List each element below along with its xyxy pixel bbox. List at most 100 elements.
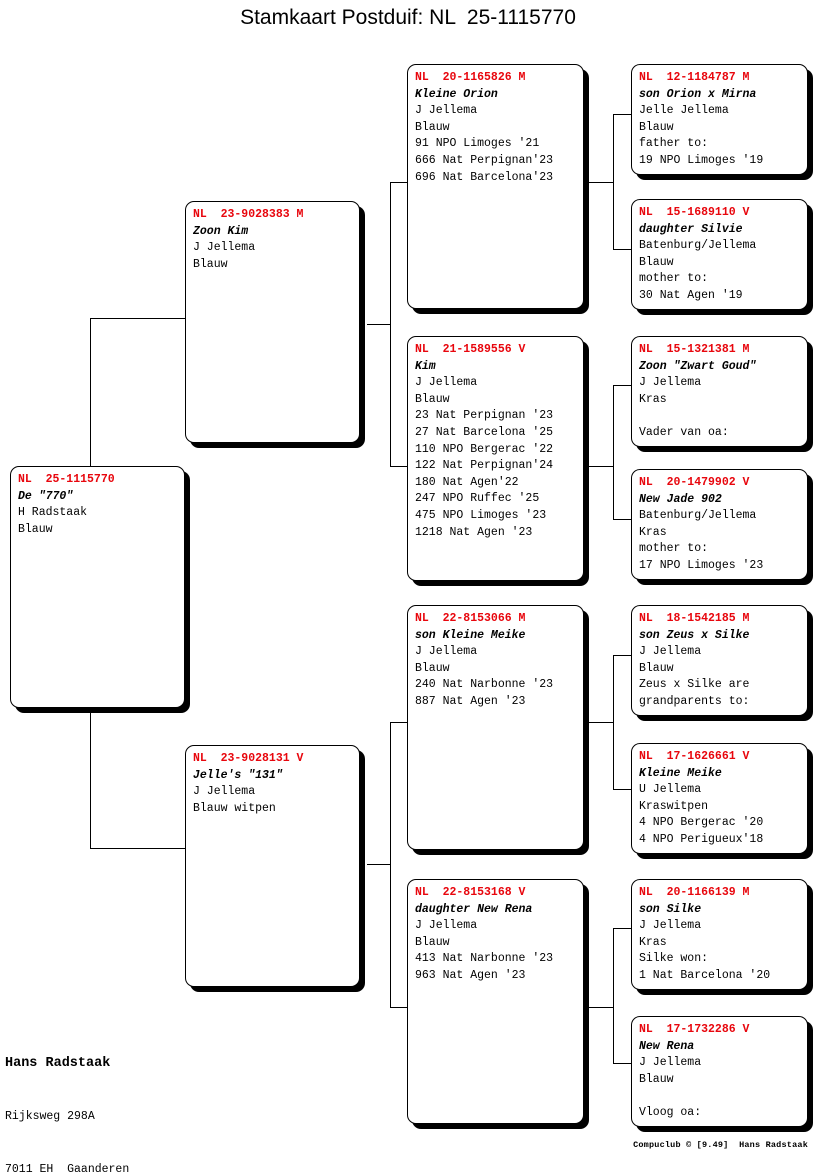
connector-line <box>90 848 185 849</box>
ring-number: NL 20-1479902 V <box>639 476 750 489</box>
detail-line: 413 Nat Narbonne '23 <box>415 952 554 966</box>
ring-number: NL 17-1626661 V <box>639 750 750 763</box>
pigeon-name: son Zeus x Silke <box>639 628 750 642</box>
connector-line <box>613 928 614 1063</box>
detail-line: 91 NPO Limoges '21 <box>415 137 540 151</box>
detail-line: 475 NPO Limoges '23 <box>415 508 547 522</box>
pigeon-name: Kleine Orion <box>415 87 498 101</box>
detail-line: 963 Nat Agen '23 <box>415 968 526 982</box>
detail-line: 247 NPO Ruffec '25 <box>415 492 540 506</box>
connector-line <box>613 385 633 386</box>
ring-number: NL 20-1165826 M <box>415 71 526 84</box>
detail-line <box>639 408 807 425</box>
detail-line: 240 Nat Narbonne '23 <box>415 678 554 692</box>
pedigree-card-gen4-7[interactable]: NL 20-1166139 M son Silke J Jellema Kras… <box>631 879 808 990</box>
pigeon-name: son Kleine Meike <box>415 628 526 642</box>
connector-line <box>390 722 408 723</box>
pigeon-name: New Rena <box>639 1039 695 1053</box>
pedigree-card-gen4-2[interactable]: NL 15-1689110 V daughter Silvie Batenbur… <box>631 199 808 310</box>
connector-line <box>367 864 391 865</box>
pigeon-name: New Jade 902 <box>639 492 722 506</box>
pigeon-name: De "770" <box>18 489 74 503</box>
detail-line: Zeus x Silke are <box>639 678 750 692</box>
detail-line: J Jellema <box>415 104 478 118</box>
connector-line <box>613 249 633 250</box>
connector-line <box>589 466 614 467</box>
detail-line: 110 NPO Bergerac '22 <box>415 442 554 456</box>
detail-line: Kraswitpen <box>639 799 709 813</box>
connector-line <box>390 182 408 183</box>
detail-line: Silke won: <box>639 952 709 966</box>
detail-line: J Jellema <box>639 645 702 659</box>
ring-number: NL 22-8153066 M <box>415 612 526 625</box>
detail-line: Blauw <box>193 257 228 271</box>
pedigree-card-gen4-6[interactable]: NL 17-1626661 V Kleine Meike U Jellema K… <box>631 743 808 854</box>
connector-line <box>90 700 91 720</box>
detail-line: Blauw <box>415 661 450 675</box>
detail-line: Kras <box>639 525 667 539</box>
detail-line: 122 Nat Perpignan'24 <box>415 459 554 473</box>
detail-line: Vloog oa: <box>639 1105 702 1119</box>
owner-name: Hans Radstaak <box>5 1056 111 1071</box>
detail-line: Blauw <box>415 392 450 406</box>
detail-line: 4 NPO Bergerac '20 <box>639 816 764 830</box>
detail-line: Batenburg/Jellema <box>639 239 757 253</box>
pedigree-card-gen3-4[interactable]: NL 22-8153168 V daughter New Rena J Jell… <box>407 879 584 1124</box>
pedigree-card-dam[interactable]: NL 23-9028131 V Jelle's "131" J Jellema … <box>185 745 360 987</box>
detail-line: J Jellema <box>639 376 702 390</box>
ring-number: NL 15-1689110 V <box>639 206 750 219</box>
connector-line <box>589 722 614 723</box>
detail-line: Kras <box>639 392 667 406</box>
connector-line <box>589 182 614 183</box>
detail-line: Blauw <box>18 522 53 536</box>
detail-line: 180 Nat Agen'22 <box>415 475 519 489</box>
connector-line <box>613 789 633 790</box>
pigeon-name: Zoon "Zwart Goud" <box>639 359 757 373</box>
connector-line <box>90 318 185 319</box>
pedigree-card-gen4-3[interactable]: NL 15-1321381 M Zoon "Zwart Goud" J Jell… <box>631 336 808 447</box>
pedigree-card-gen3-2[interactable]: NL 21-1589556 V Kim J Jellema Blauw 23 N… <box>407 336 584 581</box>
detail-line: 696 Nat Barcelona'23 <box>415 170 554 184</box>
pigeon-name: Kim <box>415 359 436 373</box>
detail-line: Jelle Jellema <box>639 104 729 118</box>
connector-line <box>613 519 633 520</box>
detail-line: J Jellema <box>193 785 256 799</box>
connector-line <box>589 1007 614 1008</box>
ring-number: NL 25-1115770 <box>18 473 115 486</box>
pedigree-card-gen4-5[interactable]: NL 18-1542185 M son Zeus x Silke J Jelle… <box>631 605 808 716</box>
ring-number: NL 21-1589556 V <box>415 343 526 356</box>
detail-line: mother to: <box>639 542 709 556</box>
owner-city: 7011 EH Gaanderen <box>5 1162 130 1172</box>
detail-line: 19 NPO Limoges '19 <box>639 153 764 167</box>
connector-line <box>613 114 633 115</box>
detail-line: 1218 Nat Agen '23 <box>415 525 533 539</box>
pedigree-card-gen4-8[interactable]: NL 17-1732286 V New Rena J Jellema Blauw… <box>631 1016 808 1127</box>
connector-line <box>613 114 614 249</box>
pedigree-card-gen4-1[interactable]: NL 12-1184787 M son Orion x Mirna Jelle … <box>631 64 808 175</box>
detail-line: H Radstaak <box>18 506 88 520</box>
detail-line: U Jellema <box>639 783 702 797</box>
detail-line: 887 Nat Agen '23 <box>415 694 526 708</box>
pedigree-card-gen4-4[interactable]: NL 20-1479902 V New Jade 902 Batenburg/J… <box>631 469 808 580</box>
detail-line: 27 Nat Barcelona '25 <box>415 425 554 439</box>
ring-number: NL 22-8153168 V <box>415 886 526 899</box>
detail-line: grandparents to: <box>639 694 750 708</box>
ring-number: NL 23-9028131 V <box>193 752 304 765</box>
pedigree-card-gen3-3[interactable]: NL 22-8153066 M son Kleine Meike J Jelle… <box>407 605 584 850</box>
detail-line: 666 Nat Perpignan'23 <box>415 153 554 167</box>
connector-line <box>367 324 391 325</box>
ring-number: NL 12-1184787 M <box>639 71 750 84</box>
pedigree-card-sire[interactable]: NL 23-9028383 M Zoon Kim J Jellema Blauw <box>185 201 360 443</box>
pigeon-name: daughter New Rena <box>415 902 533 916</box>
pedigree-card-subject[interactable]: NL 25-1115770 De "770" H Radstaak Blauw <box>10 466 185 708</box>
pedigree-card-gen3-1[interactable]: NL 20-1165826 M Kleine Orion J Jellema B… <box>407 64 584 309</box>
page-title: Stamkaart Postduif: NL 25-1115770 <box>240 6 576 29</box>
detail-line: Vader van oa: <box>639 425 729 439</box>
pigeon-name: son Silke <box>639 902 702 916</box>
ring-number: NL 15-1321381 M <box>639 343 750 356</box>
detail-line: 4 NPO Perigueux'18 <box>639 832 764 846</box>
detail-line: J Jellema <box>415 645 478 659</box>
detail-line: Blauw <box>639 120 674 134</box>
detail-line: Blauw <box>639 661 674 675</box>
ring-number: NL 18-1542185 M <box>639 612 750 625</box>
